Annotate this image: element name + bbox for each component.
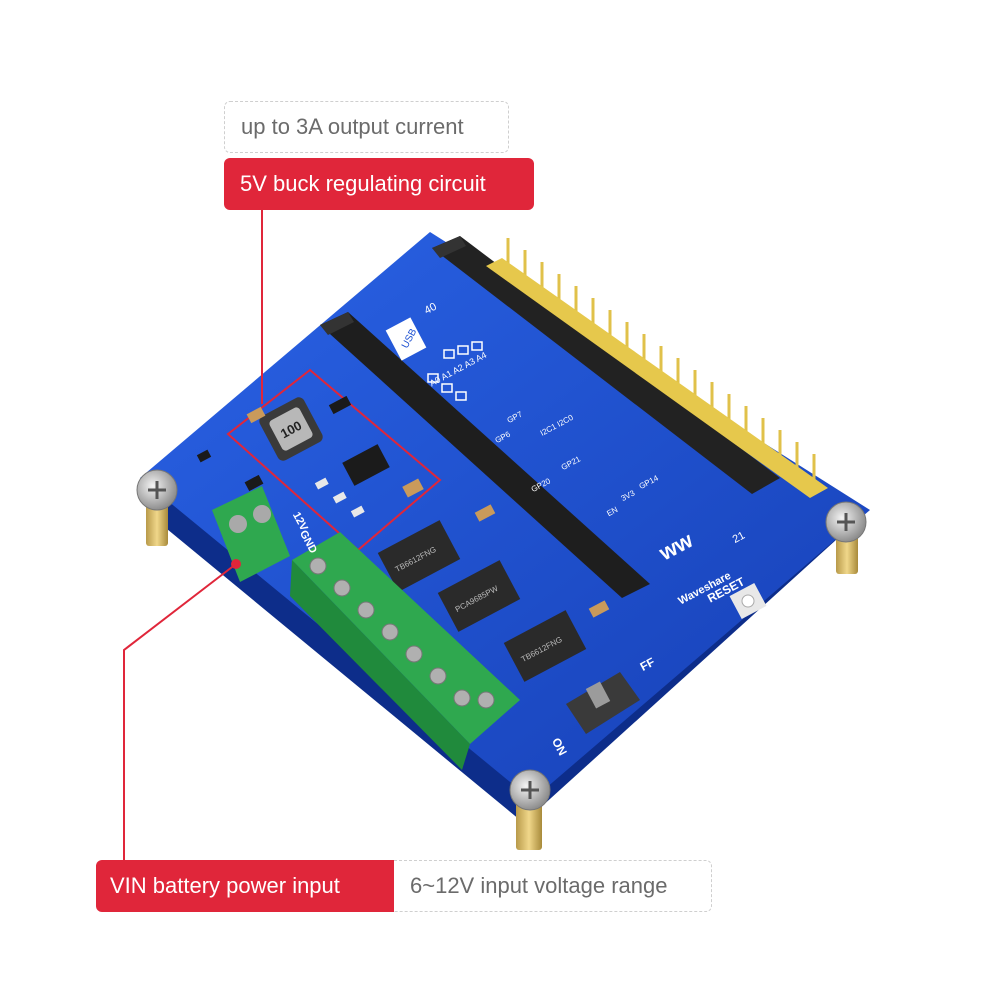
usb-label-bg [385,317,427,361]
vin-terminal-block [212,486,290,582]
screw-left-slot [148,481,166,499]
vin-terminal-screw-1 [229,515,247,533]
regulator-ic [342,444,390,486]
vin-leader-dot [231,559,241,569]
inductor-top [269,407,313,451]
vin-terminal-screw-2 [253,505,271,523]
pin-base-strip [486,258,828,498]
header-pico [320,312,650,598]
power-switch-knob [585,681,611,709]
voltage-range-callout: 6~12V input voltage range [394,860,712,912]
addr-jumpers [427,341,483,401]
screw-bottom-slot [521,781,539,799]
motor-terminal-front [290,560,470,770]
header-40pin-top [432,236,466,258]
screw-right-slot [837,513,855,531]
motor-terminal-screws [309,557,495,709]
pwm-controller-chip [437,560,521,632]
pin-40-label: 40 [422,301,438,317]
standoff-left [146,500,168,546]
pin-21-label: 21 [731,530,747,546]
off-silkscreen: FF [638,655,658,674]
motor-driver-chip-b [503,610,587,682]
vin-input-callout: VIN battery power input [96,860,394,912]
output-current-callout: up to 3A output current [224,101,509,153]
header-40pin [432,236,780,494]
standoff-bottom [516,800,542,850]
vin-leader-line [123,563,237,860]
buck-highlight-box [226,368,442,552]
smd-parts [196,395,610,618]
pcb-board [140,232,870,800]
reset-button [741,594,755,608]
motor-driver-chip-a [377,520,461,592]
header-pico-top [320,312,354,335]
buck-circuit-callout: 5V buck regulating circuit [224,158,534,210]
